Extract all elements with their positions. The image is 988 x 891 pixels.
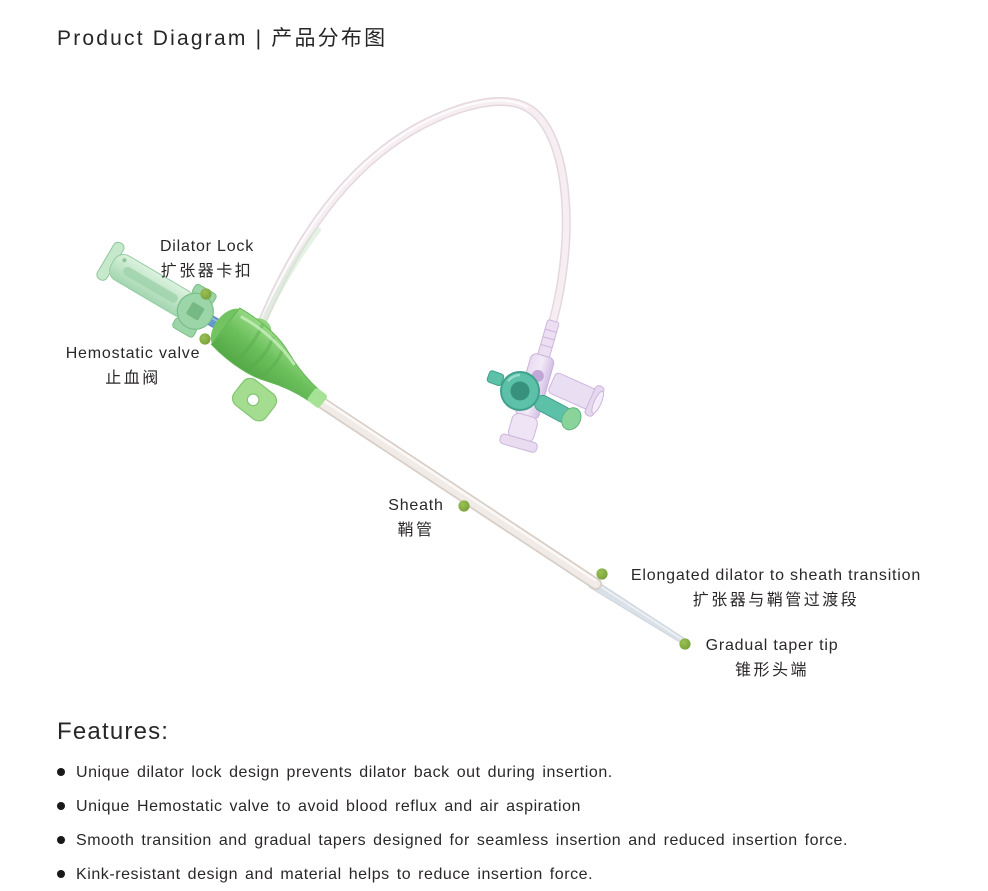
features-list: Unique dilator lock design prevents dila… — [57, 763, 957, 884]
label-gradual-taper-tip-zh: 锥形头端 — [734, 661, 809, 679]
label-gradual-taper-tip-en: Gradual taper tip — [705, 637, 839, 654]
marker-dot-dilator-lock — [200, 288, 212, 300]
label-elongated-transition-en: Elongated dilator to sheath transition — [630, 567, 922, 584]
feature-text: Unique dilator lock design prevents dila… — [76, 764, 613, 781]
label-dilator-lock-en: Dilator Lock — [159, 238, 255, 255]
stopcock-handle — [486, 370, 582, 431]
marker-dot-sheath — [458, 500, 470, 512]
stopcock — [486, 319, 605, 453]
features-section: Features: Unique dilator lock design pre… — [57, 718, 957, 891]
feature-item: Unique dilator lock design prevents dila… — [57, 763, 957, 782]
bullet-icon — [57, 836, 65, 844]
feature-item: Unique Hemostatic valve to avoid blood r… — [57, 797, 957, 816]
label-sheath-en: Sheath — [388, 497, 444, 514]
label-sheath-zh: 鞘管 — [397, 521, 435, 539]
page-title: Product Diagram | 产品分布图 — [57, 27, 388, 50]
marker-dots — [199, 288, 691, 650]
label-hemostatic-valve-en: Hemostatic valve — [65, 345, 201, 362]
bullet-icon — [57, 802, 65, 810]
label-dilator-lock-zh: 扩张器卡扣 — [160, 262, 254, 280]
label-elongated-transition-zh: 扩张器与鞘管过渡段 — [692, 591, 860, 609]
marker-dot-transition — [596, 568, 608, 580]
label-dilator-lock: Dilator Lock 扩张器卡扣 — [107, 236, 307, 282]
feature-text: Smooth transition and gradual tapers des… — [76, 832, 848, 849]
suture-wing — [231, 377, 278, 422]
label-sheath: Sheath 鞘管 — [316, 495, 516, 541]
feature-item: Kink-resistant design and material helps… — [57, 865, 957, 884]
feature-text: Kink-resistant design and material helps… — [76, 866, 594, 883]
feature-text: Unique Hemostatic valve to avoid blood r… — [76, 798, 582, 815]
sheath-shaft — [316, 397, 602, 590]
extension-tube — [253, 97, 571, 337]
feature-item: Smooth transition and gradual tapers des… — [57, 831, 957, 850]
bullet-icon — [57, 870, 65, 878]
label-elongated-transition: Elongated dilator to sheath transition 扩… — [626, 565, 926, 611]
stopcock-side-port — [548, 372, 605, 417]
label-hemostatic-valve: Hemostatic valve 止血阀 — [33, 343, 233, 389]
device-illustration — [96, 97, 691, 650]
features-heading: Features: — [57, 718, 170, 745]
dilator-lock-collar — [172, 283, 217, 338]
bullet-icon — [57, 768, 65, 776]
label-hemostatic-valve-zh: 止血阀 — [105, 369, 161, 387]
marker-dot-taper-tip — [679, 638, 691, 650]
marker-dot-hemostatic-valve — [199, 333, 211, 345]
label-gradual-taper-tip: Gradual taper tip 锥形头端 — [622, 635, 922, 681]
hemostatic-valve-hub — [210, 307, 328, 422]
